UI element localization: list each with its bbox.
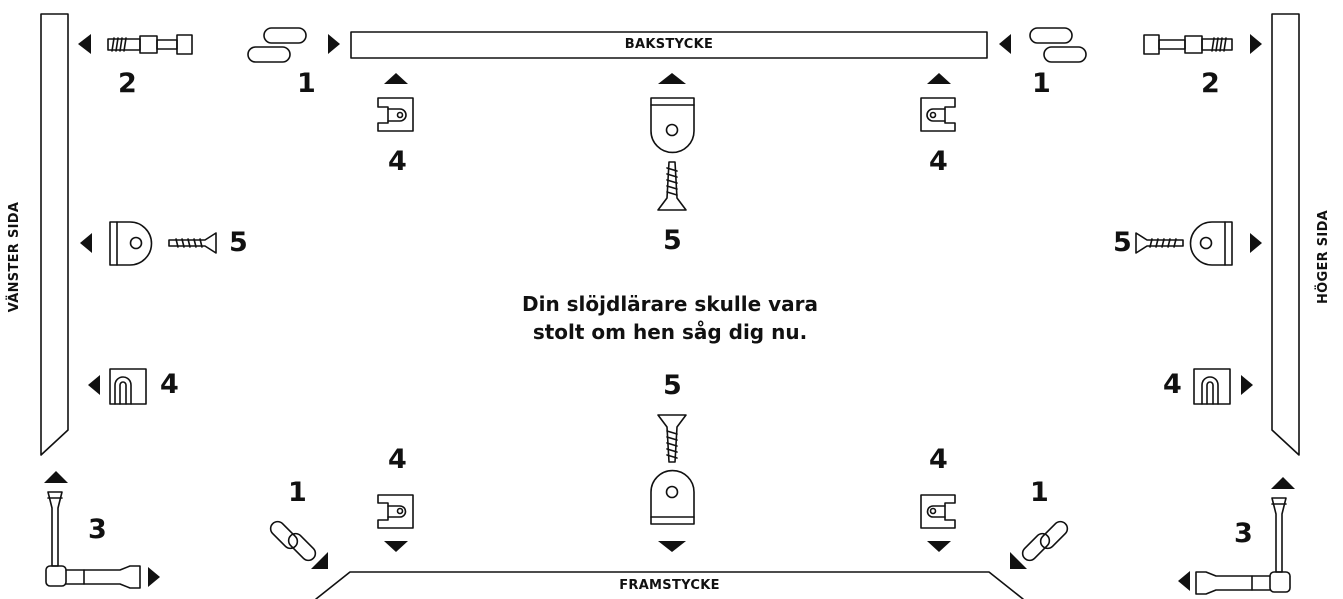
screw-icon — [657, 414, 687, 463]
dowel-icon — [1021, 520, 1069, 562]
part-number-4: 4 — [388, 444, 407, 475]
arrow-right-icon — [1241, 375, 1253, 395]
part-number-5: 5 — [1113, 227, 1132, 258]
part-number-1: 1 — [297, 68, 316, 99]
screw-bracket-icon — [1189, 221, 1233, 266]
arrow-left-icon — [88, 375, 100, 395]
bracket-icon — [109, 368, 147, 405]
arrow-right-icon — [328, 34, 340, 54]
message-line-1: Din slöjdlärare skulle vara — [521, 292, 818, 316]
right-board-label: HÖGER SIDA — [1316, 209, 1331, 305]
part-number-2: 2 — [1201, 68, 1220, 99]
dowel-icon — [247, 27, 307, 63]
left-side-board — [40, 13, 69, 456]
arrow-right-icon — [1250, 233, 1262, 253]
part-number-5: 5 — [663, 225, 682, 256]
right-side-board — [1271, 13, 1300, 456]
bracket-icon — [377, 494, 414, 529]
part-number-5: 5 — [663, 370, 682, 401]
part-number-4: 4 — [1163, 369, 1182, 400]
part-number-4: 4 — [388, 146, 407, 177]
arrow-right-icon — [1250, 34, 1262, 54]
screw-bracket-icon — [650, 469, 695, 525]
arrow-right-icon — [148, 567, 160, 587]
front-board-label: FRAMSTYCKE — [619, 578, 720, 593]
part-number-1: 1 — [1030, 477, 1049, 508]
back-board-label: BAKSTYCKE — [624, 37, 714, 52]
part-number-4: 4 — [929, 444, 948, 475]
part-number-1: 1 — [288, 477, 307, 508]
arrow-up-icon — [1271, 477, 1295, 489]
arrow-left-icon — [78, 34, 91, 54]
corner-connector-icon — [1195, 497, 1291, 595]
corner-arrow-icon — [311, 552, 328, 569]
bracket-icon — [920, 97, 956, 132]
dowel-icon — [269, 520, 317, 562]
arrow-down-icon — [927, 541, 951, 552]
front-board — [315, 571, 1024, 599]
arrow-up-icon — [927, 73, 951, 84]
message-line-2: stolt om hen såg dig nu. — [532, 320, 808, 344]
bracket-icon — [920, 494, 956, 529]
corner-arrow-icon — [1010, 552, 1027, 569]
arrow-up-icon — [384, 73, 408, 84]
part-number-3: 3 — [88, 514, 107, 545]
screw-icon — [168, 232, 217, 254]
arrow-down-icon — [384, 541, 408, 552]
arrow-left-icon — [999, 34, 1011, 54]
arrow-down-icon — [658, 541, 686, 552]
arrow-up-icon — [658, 73, 686, 84]
part-number-4: 4 — [929, 146, 948, 177]
arrow-left-icon — [80, 233, 92, 253]
center-message: Din slöjdlärare skulle vara stolt om hen… — [470, 290, 870, 346]
part-number-1: 1 — [1032, 68, 1051, 99]
screw-icon — [657, 161, 687, 211]
corner-connector-icon — [45, 491, 141, 589]
screw-icon — [1135, 232, 1184, 254]
part-number-3: 3 — [1234, 518, 1253, 549]
left-board-label: VÄNSTER SIDA — [7, 201, 22, 313]
back-board — [350, 31, 988, 59]
arrow-up-icon — [44, 471, 68, 483]
screw-bracket-icon — [109, 221, 153, 266]
dowel-icon — [1029, 27, 1087, 63]
bracket-icon — [377, 97, 414, 132]
part-number-2: 2 — [118, 68, 137, 99]
cam-bolt-icon — [1143, 34, 1233, 55]
cam-bolt-icon — [107, 34, 193, 55]
arrow-left-icon — [1178, 571, 1190, 591]
screw-bracket-icon — [650, 97, 695, 154]
part-number-4: 4 — [160, 369, 179, 400]
part-number-5: 5 — [229, 227, 248, 258]
bracket-icon — [1193, 368, 1231, 405]
